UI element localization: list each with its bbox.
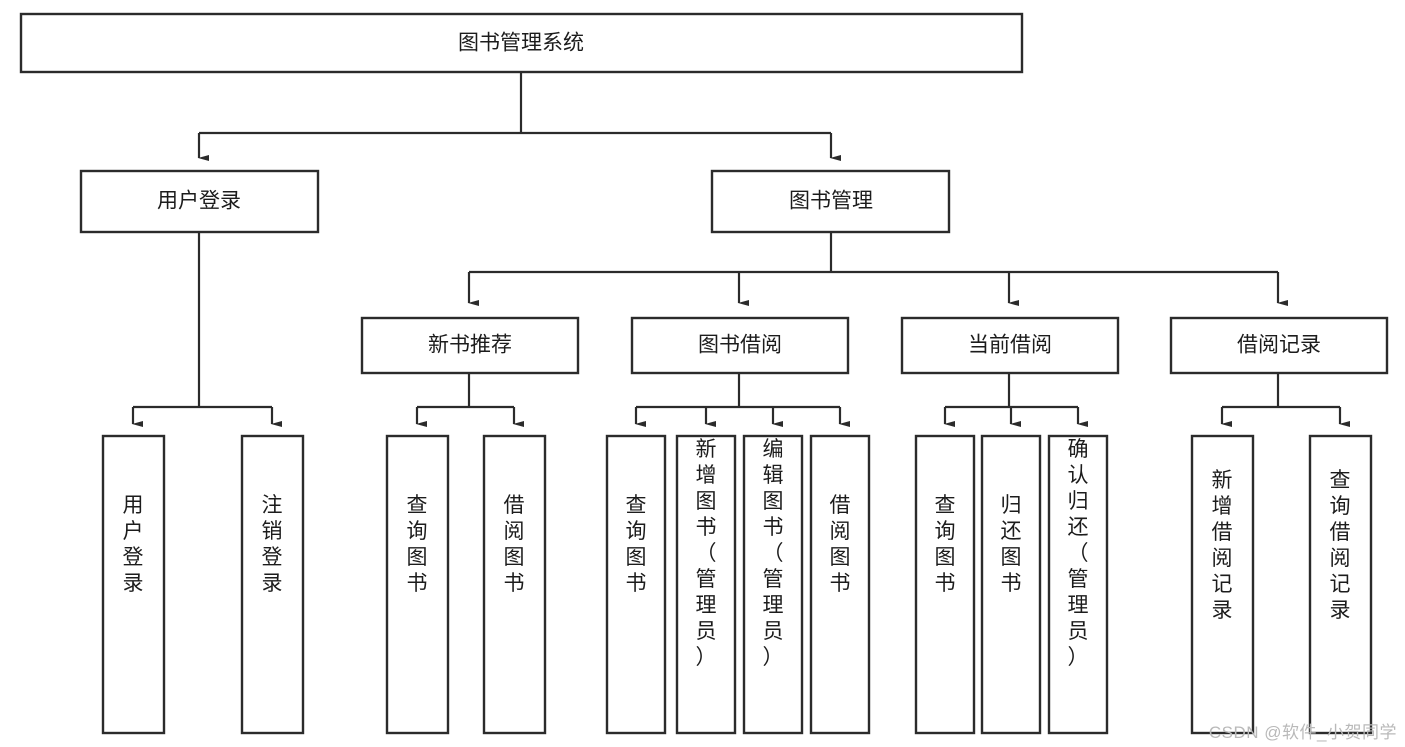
node-leaf-query-book-3[interactable]: 查询图书 [914,434,976,735]
node-current-borrow[interactable]: 当前借阅 [900,316,1120,375]
edge-group-book-management-to-level3 [467,233,1288,306]
node-leaf-confirm-return[interactable]: 确认归还（管理员） [1047,434,1109,735]
node-leaf-borrow-book-2-label: 借阅图书 [830,494,851,595]
node-book-borrow-box[interactable] [630,316,850,375]
node-leaf-query-record[interactable]: 查询借阅记录 [1308,434,1373,735]
edge-group-root-to-level2 [197,73,841,161]
node-leaf-borrow-book-1-label: 借阅图书 [504,494,525,595]
node-leaf-logout-login-box[interactable] [240,434,305,735]
node-leaf-query-record-label: 查询借阅记录 [1330,469,1351,622]
node-leaf-return-book[interactable]: 归还图书 [980,434,1042,735]
node-leaf-add-record[interactable]: 新增借阅记录 [1190,434,1255,735]
node-leaf-query-record-box[interactable] [1308,434,1373,735]
node-leaf-query-book-1-label: 查询图书 [407,494,428,595]
node-new-book-recommend-label: 新书推荐 [428,334,512,357]
node-book-management-box[interactable] [710,169,951,234]
node-leaf-add-book-label: 新增图书（管理员） [696,438,717,669]
node-leaf-query-book-1[interactable]: 查询图书 [385,434,450,735]
node-user-login-label: 用户登录 [157,190,241,213]
node-root[interactable]: 图书管理系统 [19,12,1024,74]
node-root-box[interactable] [19,12,1024,74]
node-leaf-add-book[interactable]: 新增图书（管理员） [675,434,737,735]
edge-group-book-borrow-to-leaves [634,374,850,427]
node-leaf-confirm-return-label: 确认归还（管理员） [1068,438,1089,669]
edge-group-user-login-to-leaves [131,233,282,427]
node-leaf-return-book-box[interactable] [980,434,1042,735]
node-leaf-query-book-1-box[interactable] [385,434,450,735]
node-leaf-user-login-label: 用户登录 [123,494,144,595]
node-leaf-borrow-book-2[interactable]: 借阅图书 [809,434,871,735]
node-leaf-add-book-box[interactable] [675,434,737,735]
node-borrow-record-box[interactable] [1169,316,1389,375]
node-book-borrow[interactable]: 图书借阅 [630,316,850,375]
node-leaf-confirm-return-box[interactable] [1047,434,1109,735]
node-borrow-record-label: 借阅记录 [1237,334,1321,357]
node-leaf-user-login[interactable]: 用户登录 [101,434,166,735]
node-book-management-label: 图书管理 [789,190,873,213]
node-leaf-query-book-3-label: 查询图书 [935,494,956,595]
node-new-book-recommend-box[interactable] [360,316,580,375]
node-leaf-edit-book[interactable]: 编辑图书（管理员） [742,434,804,735]
node-user-login-box[interactable] [79,169,320,234]
node-leaf-query-book-2-box[interactable] [605,434,667,735]
node-leaf-edit-book-label: 编辑图书（管理员） [763,438,784,669]
node-leaf-edit-book-box[interactable] [742,434,804,735]
edge-group-borrow-record-to-leaves [1220,374,1350,427]
edge-group-current-borrow-to-leaves [943,374,1088,427]
node-user-login[interactable]: 用户登录 [79,169,320,234]
node-leaf-query-book-3-box[interactable] [914,434,976,735]
node-leaf-borrow-book-2-box[interactable] [809,434,871,735]
node-leaf-query-book-2[interactable]: 查询图书 [605,434,667,735]
node-leaf-borrow-book-1[interactable]: 借阅图书 [482,434,547,735]
node-leaf-add-record-label: 新增借阅记录 [1212,469,1233,622]
node-root-label: 图书管理系统 [458,32,584,55]
node-book-management[interactable]: 图书管理 [710,169,951,234]
node-leaf-user-login-box[interactable] [101,434,166,735]
node-leaf-logout-login-label: 注销登录 [262,494,283,595]
node-leaf-logout-login[interactable]: 注销登录 [240,434,305,735]
node-leaf-query-book-2-label: 查询图书 [626,494,647,595]
csdn-watermark: CSDN @软件_小贺同学 [1208,723,1397,742]
node-leaf-borrow-book-1-box[interactable] [482,434,547,735]
node-current-borrow-label: 当前借阅 [968,334,1052,357]
node-leaf-return-book-label: 归还图书 [1001,494,1022,595]
node-leaf-add-record-box[interactable] [1190,434,1255,735]
node-current-borrow-box[interactable] [900,316,1120,375]
node-new-book-recommend[interactable]: 新书推荐 [360,316,580,375]
node-book-borrow-label: 图书借阅 [698,334,782,357]
edge-group-new-book-recommend-to-leaves [415,374,524,427]
node-borrow-record[interactable]: 借阅记录 [1169,316,1389,375]
